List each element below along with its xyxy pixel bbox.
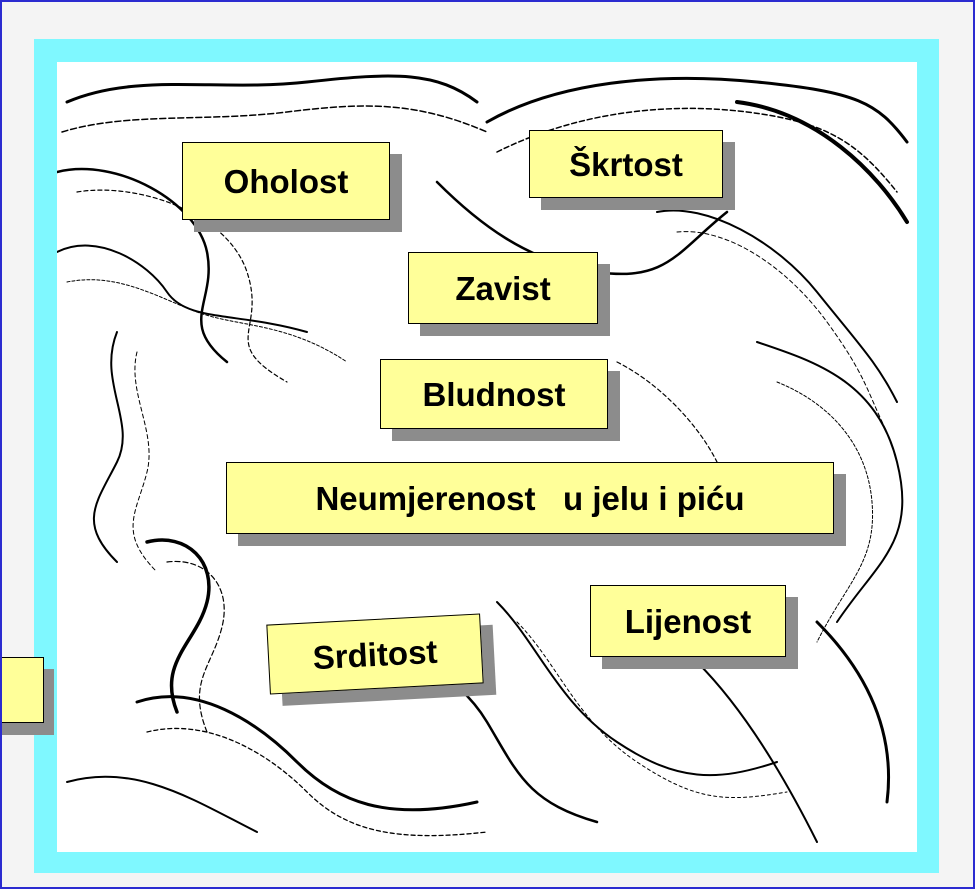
label-neumjerenost: Neumjerenost u jelu i piću <box>226 462 834 534</box>
label-zavist: Zavist <box>408 252 598 324</box>
label-bludnost: Bludnost <box>380 359 608 429</box>
partial-label-box <box>0 657 44 723</box>
label-skrtost: Škrtost <box>529 130 723 198</box>
label-lijenost: Lijenost <box>590 585 786 657</box>
label-oholost: Oholost <box>182 142 390 220</box>
label-srditost: Srditost <box>266 613 483 694</box>
